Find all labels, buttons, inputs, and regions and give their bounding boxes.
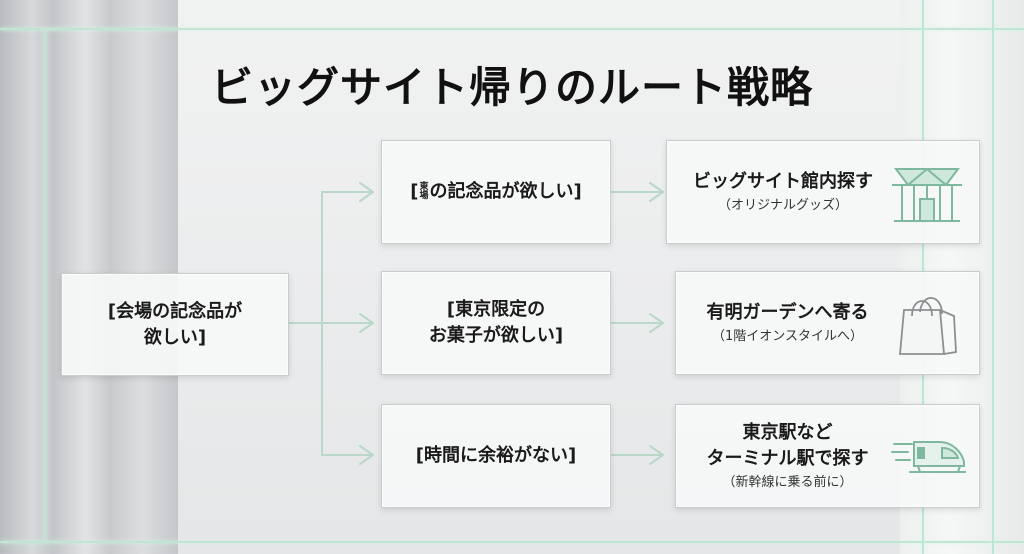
action-3-note: （新幹線に乗る前に） bbox=[722, 475, 853, 490]
start-condition-line2: 欲しい] bbox=[143, 326, 207, 348]
big-sight-building-icon bbox=[892, 167, 962, 222]
condition-1-small-top: 東 bbox=[419, 182, 429, 192]
action-2-label: 有明ガーデンへ寄る bbox=[706, 302, 869, 323]
condition-2-line2: お菓子が欲しい] bbox=[428, 325, 564, 346]
start-condition-box: [会場の記念品が 欲しい] bbox=[61, 273, 289, 376]
arrowhead-branch-1 bbox=[359, 182, 374, 202]
condition-box-1: [東場の記念品が欲しい] bbox=[381, 140, 611, 244]
action-3-line2: ターミナル駅で探す bbox=[706, 448, 869, 469]
shopping-bag-icon bbox=[899, 297, 957, 355]
arrowhead-action-3 bbox=[649, 445, 664, 465]
accent-line-left bbox=[44, 30, 46, 541]
arrowhead-action-2 bbox=[649, 313, 664, 333]
action-1-note: （オリジナルグッズ） bbox=[717, 198, 848, 213]
condition-1-main: の記念品が欲しい] bbox=[429, 181, 582, 202]
page-title: ビッグサイト帰りのルート戦略 bbox=[210, 63, 813, 112]
action-2-note: （1階イオンスタイルへ） bbox=[711, 329, 863, 344]
bullet-train-icon bbox=[891, 441, 966, 473]
condition-3-label: [時間に余裕がない] bbox=[415, 445, 577, 466]
action-1-label: ビッグサイト館内探す bbox=[693, 171, 873, 192]
condition-1-prefix: [ bbox=[410, 181, 419, 202]
accent-line-far-right bbox=[992, 0, 994, 554]
arrowhead-branch-2 bbox=[359, 313, 374, 333]
condition-1-small-bottom: 場 bbox=[419, 191, 429, 201]
condition-2-line1: [東京限定の bbox=[446, 299, 546, 320]
accent-line-bottom bbox=[0, 541, 1024, 543]
arrowhead-branch-3 bbox=[359, 445, 374, 465]
accent-line-top bbox=[0, 28, 1024, 30]
condition-box-3: [時間に余裕がない] bbox=[381, 404, 611, 508]
action-3-line1: 東京駅など bbox=[742, 422, 833, 443]
start-condition-line1: [会場の記念品が bbox=[107, 300, 243, 322]
condition-1-small-text: 東場 bbox=[419, 183, 428, 201]
condition-label-1: [東場の記念品が欲しい] bbox=[410, 179, 581, 205]
condition-box-2: [東京限定の お菓子が欲しい] bbox=[381, 271, 611, 375]
arrowhead-action-1 bbox=[649, 182, 664, 202]
